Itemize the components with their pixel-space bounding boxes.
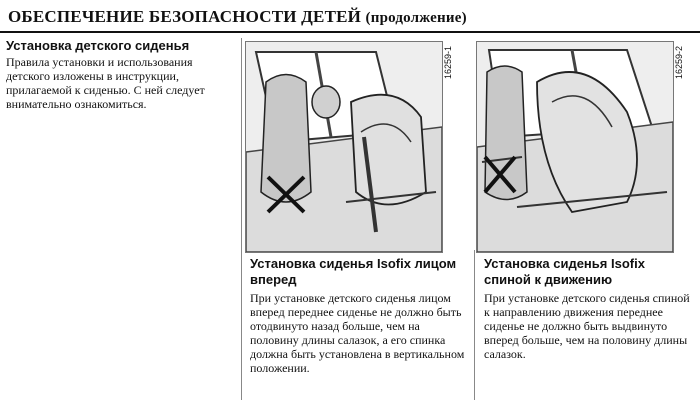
caption-forward-facing-title: Установка сиденья Isofix лицом вперед [250,256,457,287]
figure-rear-facing-code: 16259-2 [674,46,684,80]
figure-forward-facing [245,41,443,253]
figure-forward-facing-code: 16259-1 [443,46,453,80]
caption-forward-facing: Установка сиденья Isofix лицом вперед Пр… [250,256,465,375]
caption-forward-facing-body: При установке детского сиденья лицом впе… [250,291,465,375]
page-title: ОБЕСПЕЧЕНИЕ БЕЗОПАСНОСТИ ДЕТЕЙ (продолже… [8,7,467,27]
caption-rear-facing-body: При установке детского сиденья спиной к … [484,291,690,361]
caption-rear-facing-title: Установка сиденья Isofix спиной к движен… [484,256,645,287]
intro-section: Установка детского сиденья Правила устан… [6,38,234,111]
intro-heading: Установка детского сиденья [6,38,190,53]
caption-rear-facing: Установка сиденья Isofix спиной к движен… [484,256,694,361]
intro-body: Правила установки и использования детско… [6,55,205,111]
header-rule [0,31,700,33]
figure-rear-facing-illustration [477,42,673,252]
figure-forward-facing-illustration [246,42,442,252]
figure-rear-facing [476,41,674,253]
column-divider-right [474,250,475,400]
page-header: ОБЕСПЕЧЕНИЕ БЕЗОПАСНОСТИ ДЕТЕЙ (продолже… [0,0,700,34]
column-divider-left [241,38,242,400]
page-title-continuation: (продолжение) [365,10,467,26]
page-title-text: ОБЕСПЕЧЕНИЕ БЕЗОПАСНОСТИ ДЕТЕЙ [8,7,362,26]
